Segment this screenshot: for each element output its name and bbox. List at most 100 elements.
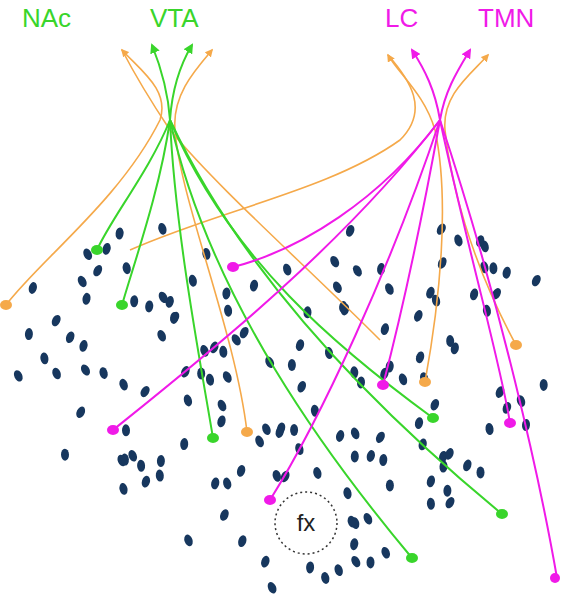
cell-body xyxy=(312,466,323,480)
fornix-circle: fx xyxy=(273,490,339,556)
cell-body xyxy=(157,290,170,304)
cell-body xyxy=(122,424,130,436)
cell-body xyxy=(383,282,395,296)
cell-body xyxy=(436,256,448,270)
orange-axons xyxy=(6,50,516,432)
cell-body xyxy=(397,372,408,386)
cell-body xyxy=(444,496,457,510)
cell-body xyxy=(266,581,278,595)
cell-body xyxy=(144,300,153,313)
cell-body xyxy=(282,263,293,277)
cell-body xyxy=(64,330,76,344)
cell-body xyxy=(290,424,298,436)
cell-body xyxy=(425,286,436,300)
cell-body xyxy=(238,325,250,339)
cell-body xyxy=(443,485,451,497)
cell-body xyxy=(346,515,357,529)
cell-body xyxy=(426,475,437,489)
cell-body xyxy=(222,287,231,300)
cell-body xyxy=(183,533,195,547)
cell-body xyxy=(222,477,233,491)
cell-body xyxy=(349,554,362,568)
cell-body xyxy=(223,304,232,317)
magenta-axons xyxy=(113,50,557,578)
cell-body xyxy=(530,273,542,287)
cell-body xyxy=(98,366,108,379)
cell-body xyxy=(82,292,92,305)
cell-body xyxy=(453,234,464,248)
cell-body xyxy=(379,454,388,467)
cell-body xyxy=(295,338,306,352)
cell-body xyxy=(76,274,89,288)
cell-body xyxy=(188,274,198,287)
cell-body xyxy=(40,352,50,365)
cell-body xyxy=(366,556,374,568)
cell-body xyxy=(230,333,243,347)
region-label: VTA xyxy=(150,4,199,32)
cell-body xyxy=(140,475,151,489)
cell-body xyxy=(205,373,215,386)
cell-body xyxy=(130,295,139,308)
cell-body xyxy=(502,266,512,279)
cell-body xyxy=(50,313,62,327)
cell-body xyxy=(137,459,146,472)
region-label: TMN xyxy=(478,4,534,32)
cell-body xyxy=(429,398,441,412)
cell-body xyxy=(236,464,247,478)
cell-body xyxy=(306,561,315,574)
cell-body xyxy=(489,262,497,274)
cell-body xyxy=(351,450,359,462)
cell-body xyxy=(374,430,387,444)
cell-body xyxy=(331,280,343,294)
cell-body xyxy=(320,571,330,584)
cell-body xyxy=(157,455,166,467)
cell-body xyxy=(180,438,189,451)
cell-body xyxy=(415,350,426,364)
cell-body xyxy=(444,447,456,461)
cell-body xyxy=(380,546,392,560)
cell-body xyxy=(61,449,69,461)
cell-body xyxy=(328,254,341,268)
cell-body xyxy=(75,405,87,419)
cell-body xyxy=(27,281,38,295)
cell-body xyxy=(362,512,374,526)
cell-body xyxy=(118,378,129,392)
cell-body xyxy=(380,322,390,335)
cell-body xyxy=(462,458,473,472)
node-text: fx xyxy=(297,509,316,537)
cell-body xyxy=(120,453,129,466)
cell-body xyxy=(115,227,124,240)
cell-body xyxy=(485,422,495,435)
cell-body xyxy=(349,538,359,551)
cell-body xyxy=(101,242,112,256)
cell-body xyxy=(218,508,230,522)
cell-body xyxy=(12,369,24,383)
cell-body xyxy=(288,359,296,371)
cell-body xyxy=(221,370,233,384)
cell-body xyxy=(169,310,181,324)
region-label: NAc xyxy=(22,4,71,32)
cell-body xyxy=(260,555,271,569)
cell-body xyxy=(343,487,353,500)
cell-body xyxy=(365,449,376,463)
cell-body xyxy=(386,480,394,492)
cell-body xyxy=(540,379,548,391)
cell-body xyxy=(426,498,435,511)
cell-body xyxy=(249,279,259,292)
cell-body xyxy=(349,426,361,440)
cell-body xyxy=(477,467,485,479)
cell-body xyxy=(182,394,193,408)
cell-body xyxy=(414,416,424,429)
cell-bodies xyxy=(12,222,548,595)
cell-body xyxy=(351,264,364,278)
cell-body xyxy=(91,264,104,278)
cell-body xyxy=(274,425,284,438)
cell-body xyxy=(335,429,346,443)
cell-body xyxy=(156,329,168,343)
cell-body xyxy=(78,339,88,352)
terminal-dots xyxy=(0,245,560,583)
cell-body xyxy=(216,398,228,412)
cell-body xyxy=(139,384,152,398)
cell-body xyxy=(469,288,479,301)
